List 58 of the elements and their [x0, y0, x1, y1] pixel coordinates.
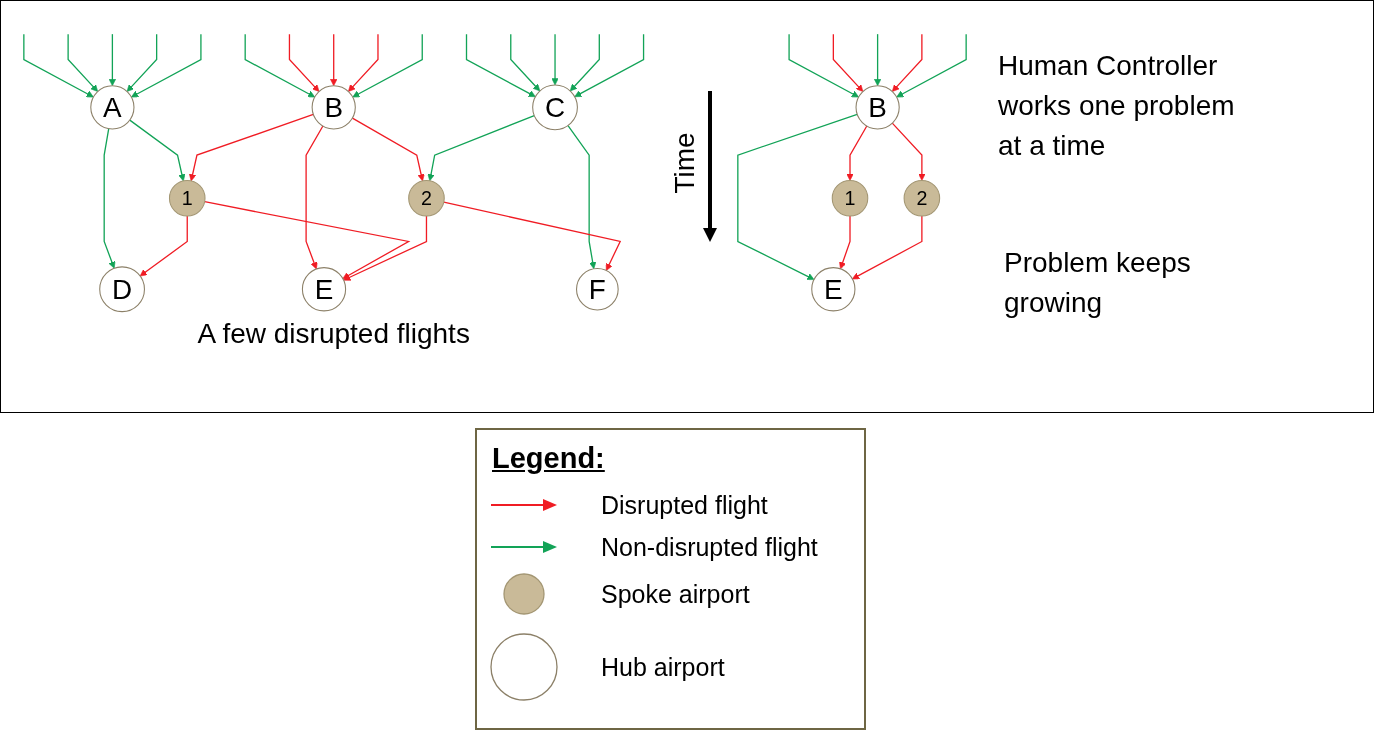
arrow	[510, 33, 541, 92]
node-circle	[90, 85, 135, 130]
arrow	[288, 33, 320, 92]
arrow	[443, 201, 622, 271]
arrow	[351, 117, 425, 182]
legend-label: Disrupted flight	[601, 490, 768, 520]
direction-label: Time	[667, 132, 701, 194]
node-circle	[168, 180, 206, 217]
arrow	[832, 33, 864, 92]
node-circle	[311, 85, 356, 130]
arrow	[305, 125, 324, 270]
arrow	[839, 215, 851, 270]
node-circle	[408, 180, 445, 217]
arrow	[204, 201, 411, 279]
arrow	[891, 33, 923, 92]
arrow	[551, 33, 559, 86]
arrow	[23, 33, 94, 98]
arrow	[189, 113, 314, 182]
arrow	[131, 33, 202, 98]
legend-label: Non-disrupted flight	[601, 532, 818, 562]
arrow	[126, 33, 158, 92]
arrow	[891, 122, 926, 181]
legend-label: Hub airport	[601, 652, 725, 682]
node-circle	[831, 180, 869, 217]
arrow	[343, 215, 428, 281]
arrow	[874, 33, 882, 87]
arrow	[852, 215, 923, 280]
arrow	[567, 124, 597, 270]
arrow	[348, 33, 379, 92]
arrow	[737, 113, 858, 280]
node-circle	[301, 267, 347, 312]
arrow	[330, 33, 338, 87]
diagram-panel: A B C 1 2 D E F B 1 2 E Human Controller works one problem at a time Time Problem keeps growing A few disrupted flights	[0, 0, 1374, 413]
arrow	[244, 33, 316, 98]
legend-label: Spoke airport	[601, 579, 750, 609]
node-circle	[576, 267, 619, 311]
legend-heading: Legend:	[492, 441, 605, 476]
arrow	[129, 119, 186, 182]
arrow	[896, 33, 967, 98]
node-circle	[903, 180, 941, 217]
arrow	[103, 127, 116, 269]
arrow	[427, 114, 535, 182]
arrow	[67, 33, 99, 92]
diagram-caption: A few disrupted flights	[197, 316, 470, 351]
arrow	[788, 33, 859, 98]
node-circle	[99, 266, 145, 313]
arrow	[846, 125, 868, 181]
arrow	[465, 33, 536, 98]
arrow	[108, 33, 116, 87]
arrow	[569, 33, 600, 92]
note-text: Problem keeps growing	[1004, 246, 1192, 320]
node-circle	[855, 85, 900, 130]
arrow	[139, 215, 188, 277]
arrow	[352, 33, 423, 98]
node-circle	[532, 84, 578, 131]
arrow	[574, 33, 645, 98]
note-text: Human Controller works one problem at a time	[998, 49, 1236, 163]
node-circle	[811, 267, 856, 312]
